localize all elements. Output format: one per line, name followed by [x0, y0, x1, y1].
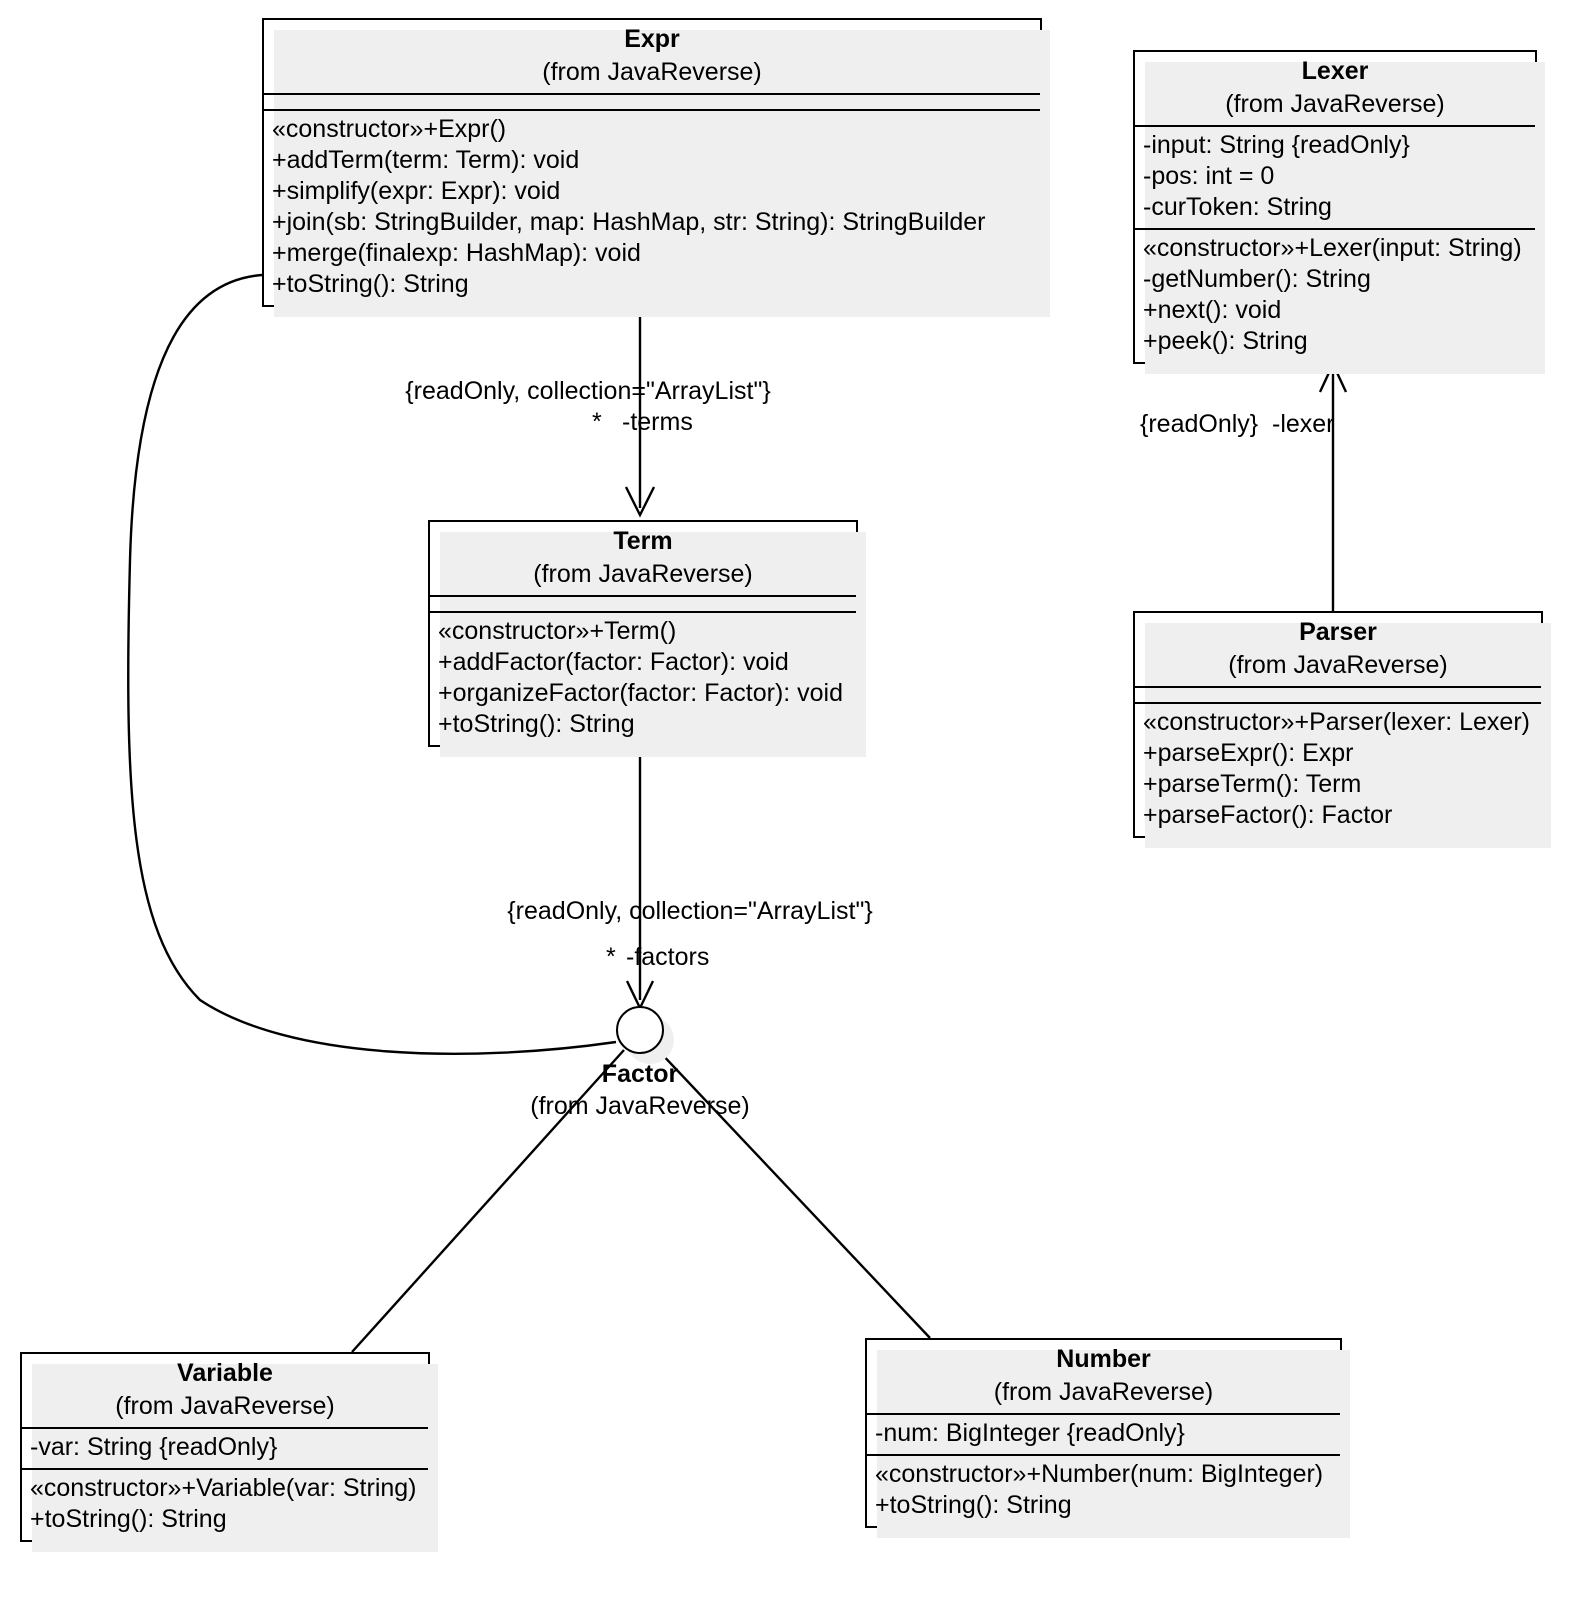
lexer-shadow — [1145, 362, 1545, 374]
edge-label-expr-terms-role: -terms — [622, 408, 693, 436]
lexer-attribute: -curToken: String — [1143, 193, 1332, 221]
edge-label-term-factors-role: -factors — [626, 943, 710, 971]
variable-attribute: -var: String {readOnly} — [30, 1433, 278, 1461]
lexer-operation: «constructor»+Lexer(input: String) — [1143, 234, 1522, 262]
expr-operations: «constructor»+Expr() +addTerm(term: Term… — [264, 109, 1040, 305]
number-header: Number (from JavaReverse) — [867, 1340, 1340, 1413]
parser-class-name: Parser — [1299, 618, 1377, 646]
edge-label-parser-lexer-role: -lexer — [1272, 410, 1335, 438]
parser-header: Parser (from JavaReverse) — [1135, 613, 1541, 686]
expr-operation: «constructor»+Expr() — [272, 115, 507, 143]
factor-class-name: Factor — [601, 1060, 679, 1088]
edge-label-expr-terms-constraint: {readOnly, collection="ArrayList"} — [405, 377, 771, 405]
parser-package: (from JavaReverse) — [1228, 651, 1448, 679]
variable-operation: +toString(): String — [30, 1505, 227, 1533]
term-attributes — [430, 595, 856, 611]
term-header: Term (from JavaReverse) — [430, 522, 856, 595]
term-package: (from JavaReverse) — [533, 560, 753, 588]
parser-operation: «constructor»+Parser(lexer: Lexer) — [1143, 708, 1530, 736]
parser-operations: «constructor»+Parser(lexer: Lexer) +pars… — [1135, 702, 1541, 836]
lexer-operations: «constructor»+Lexer(input: String) -getN… — [1135, 228, 1535, 362]
number-attribute: -num: BigInteger {readOnly} — [875, 1419, 1185, 1447]
term-operation: +toString(): String — [438, 710, 635, 738]
expr-attributes — [264, 93, 1040, 109]
expr-operation: +join(sb: StringBuilder, map: HashMap, s… — [272, 208, 986, 236]
interface-circle-icon — [616, 1006, 674, 1064]
expr-package: (from JavaReverse) — [542, 58, 762, 86]
lexer-operation: -getNumber(): String — [1143, 265, 1371, 293]
factor-package: (from JavaReverse) — [530, 1092, 750, 1120]
term-operation: +organizeFactor(factor: Factor): void — [438, 679, 844, 707]
parser-operation: +parseTerm(): Term — [1143, 770, 1362, 798]
variable-shadow — [32, 1540, 438, 1552]
parser-attributes — [1135, 686, 1541, 702]
expr-class-name: Expr — [624, 25, 680, 53]
parser-shadow — [1145, 836, 1551, 848]
class-box-variable[interactable]: Variable (from JavaReverse) -var: String… — [20, 1352, 438, 1552]
lexer-operation: +peek(): String — [1143, 327, 1308, 355]
lexer-attributes: -input: String {readOnly} -pos: int = 0 … — [1135, 125, 1535, 228]
expr-operation: +addTerm(term: Term): void — [272, 146, 580, 174]
term-operation: «constructor»+Term() — [438, 617, 677, 645]
lexer-attribute: -input: String {readOnly} — [1143, 131, 1410, 159]
expr-shadow — [274, 305, 1050, 317]
interface-node-factor[interactable]: Factor (from JavaReverse) — [530, 1006, 750, 1120]
edge-label-term-factors-constraint: {readOnly, collection="ArrayList"} — [507, 897, 873, 925]
term-operations: «constructor»+Term() +addFactor(factor: … — [430, 611, 856, 745]
class-box-term[interactable]: Term (from JavaReverse) «constructor»+Te… — [428, 520, 866, 757]
number-shadow — [877, 1526, 1350, 1538]
class-box-parser[interactable]: Parser (from JavaReverse) «constructor»+… — [1133, 611, 1551, 848]
edge-label-term-factors-multiplicity: * — [606, 943, 616, 971]
number-operations: «constructor»+Number(num: BigInteger) +t… — [867, 1454, 1340, 1526]
variable-operations: «constructor»+Variable(var: String) +toS… — [22, 1468, 428, 1540]
class-box-lexer[interactable]: Lexer (from JavaReverse) -input: String … — [1133, 50, 1545, 374]
number-operation: «constructor»+Number(num: BigInteger) — [875, 1460, 1324, 1488]
factor-label-group: Factor (from JavaReverse) — [530, 1058, 750, 1122]
class-box-number[interactable]: Number (from JavaReverse) -num: BigInteg… — [865, 1338, 1350, 1538]
variable-header: Variable (from JavaReverse) — [22, 1354, 428, 1427]
term-class-name: Term — [613, 527, 673, 555]
lexer-operation: +next(): void — [1143, 296, 1282, 324]
edge-label-expr-terms-multiplicity: * — [592, 408, 602, 436]
variable-attributes: -var: String {readOnly} — [22, 1427, 428, 1468]
lexer-class-name: Lexer — [1301, 57, 1369, 85]
variable-package: (from JavaReverse) — [115, 1392, 335, 1420]
expr-operation: +simplify(expr: Expr): void — [272, 177, 561, 205]
term-operation: +addFactor(factor: Factor): void — [438, 648, 789, 676]
class-box-expr[interactable]: Expr (from JavaReverse) «constructor»+Ex… — [262, 18, 1050, 317]
parser-operation: +parseExpr(): Expr — [1143, 739, 1354, 767]
variable-operation: «constructor»+Variable(var: String) — [30, 1474, 417, 1502]
lexer-attribute: -pos: int = 0 — [1143, 162, 1275, 190]
arrowhead-term-to-factor — [625, 980, 655, 1011]
expr-header: Expr (from JavaReverse) — [264, 20, 1040, 93]
expr-operation: +merge(finalexp: HashMap): void — [272, 239, 641, 267]
number-attributes: -num: BigInteger {readOnly} — [867, 1413, 1340, 1454]
number-package: (from JavaReverse) — [993, 1378, 1214, 1406]
arrowhead-expr-to-term — [624, 486, 656, 518]
number-operation: +toString(): String — [875, 1491, 1072, 1519]
term-shadow — [440, 745, 866, 757]
expr-operation: +toString(): String — [272, 270, 469, 298]
variable-class-name: Variable — [177, 1359, 273, 1387]
lexer-package: (from JavaReverse) — [1225, 90, 1445, 118]
edge-label-parser-lexer-constraint: {readOnly} — [1140, 410, 1259, 438]
parser-operation: +parseFactor(): Factor — [1143, 801, 1393, 829]
number-class-name: Number — [1056, 1345, 1151, 1373]
lexer-header: Lexer (from JavaReverse) — [1135, 52, 1535, 125]
